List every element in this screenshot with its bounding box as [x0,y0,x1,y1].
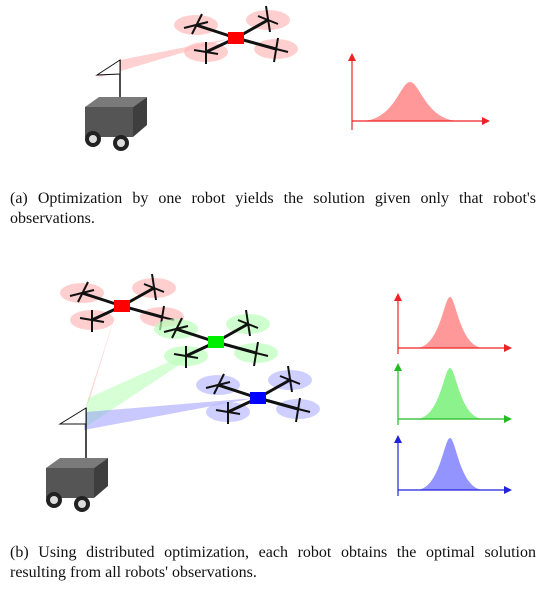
panel-b-scene [46,272,512,512]
flag-icon [58,407,87,462]
distribution-curve [360,82,460,121]
panel-a-scene [85,4,490,151]
observation-beam-red [84,306,118,412]
distribution-curve [416,368,484,419]
quadrotor-icon [154,308,278,370]
quadrotor-icon [196,364,320,426]
quadrotor-icon [174,4,298,66]
distribution-plot [394,293,512,354]
flag-icon [95,59,121,98]
distribution-curve [416,438,484,490]
distribution-plot [394,435,512,496]
ground-robot-icon [46,458,108,512]
distribution-curve [416,297,484,348]
distribution-plot [394,363,512,425]
caption-panel-b: (b) Using distributed optimization, each… [10,544,536,581]
caption-panel-a: (a) Optimization by one robot yields the… [10,190,536,227]
ground-robot-icon [85,97,147,151]
distribution-plot [348,53,490,130]
